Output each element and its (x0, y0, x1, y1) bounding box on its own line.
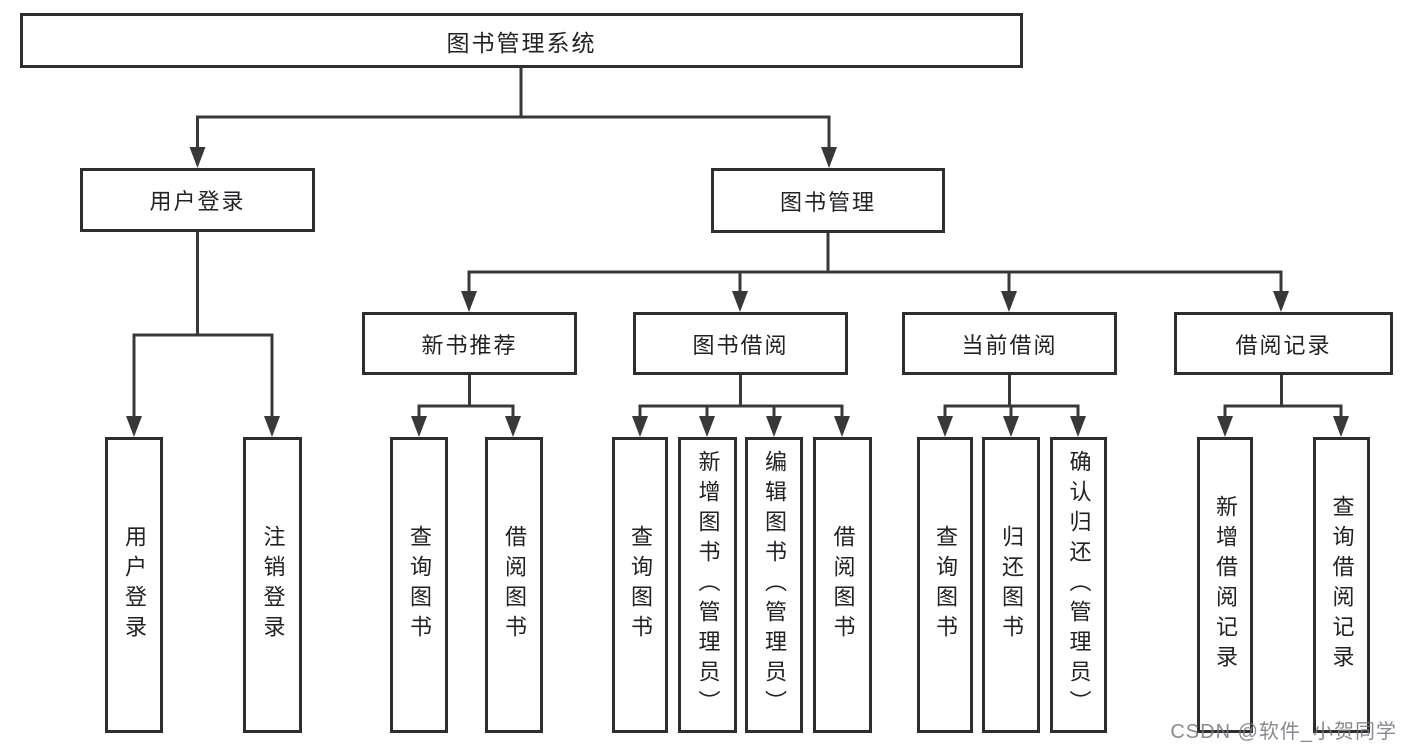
leaf-edit-books-admin: 编辑图书（管理员） (745, 437, 803, 733)
node-borrowing-records-label: 借阅记录 (1235, 332, 1332, 358)
node-book-management-label: 图书管理 (779, 189, 876, 215)
leaf-user-login: 用户登录 (105, 437, 163, 733)
node-user-login-label: 用户登录 (149, 189, 246, 214)
leaf-query-books-current: 查询图书 (917, 437, 973, 733)
node-new-book-recommend: 新书推荐 (362, 312, 577, 375)
leaf-user-login-label: 用户登录 (122, 525, 147, 645)
node-new-book-recommend-label: 新书推荐 (421, 332, 518, 358)
leaf-borrow-books: 借阅图书 (813, 437, 872, 733)
leaf-logout: 注销登录 (243, 437, 302, 733)
node-book-borrowing-label: 图书借阅 (692, 332, 789, 358)
leaf-logout-label: 注销登录 (260, 525, 286, 645)
node-library-system: 图书管理系统 (20, 13, 1023, 68)
node-user-login: 用户登录 (80, 168, 315, 232)
node-current-borrowing-label: 当前借阅 (961, 332, 1058, 358)
leaf-add-books-admin: 新增图书（管理员） (678, 437, 737, 733)
leaf-return-books-label: 归还图书 (999, 525, 1024, 645)
leaf-confirm-return-admin: 确认归还（管理员） (1050, 437, 1107, 733)
leaf-query-books-current-label: 查询图书 (933, 525, 958, 645)
node-book-borrowing: 图书借阅 (633, 312, 848, 375)
node-borrowing-records: 借阅记录 (1174, 312, 1393, 375)
leaf-borrow-books-label: 借阅图书 (830, 525, 856, 645)
leaf-add-books-admin-label: 新增图书（管理员） (695, 450, 721, 720)
leaf-add-borrow-record-label: 新增借阅记录 (1213, 495, 1238, 675)
leaf-query-borrow-record: 查询借阅记录 (1313, 437, 1370, 733)
leaf-query-books-recommend-label: 查询图书 (407, 525, 432, 645)
leaf-query-books-borrowing: 查询图书 (612, 437, 668, 733)
leaf-edit-books-admin-label: 编辑图书（管理员） (762, 450, 787, 720)
leaf-borrow-books-recommend-label: 借阅图书 (502, 525, 527, 645)
leaf-borrow-books-recommend: 借阅图书 (485, 437, 543, 733)
leaf-query-borrow-record-label: 查询借阅记录 (1329, 495, 1355, 675)
leaf-add-borrow-record: 新增借阅记录 (1197, 437, 1253, 733)
csdn-watermark: CSDN @软件_小贺同学 (1170, 721, 1397, 743)
leaf-query-books-recommend: 查询图书 (390, 437, 448, 733)
arrowheads (126, 147, 1349, 437)
node-library-system-label: 图书管理系统 (446, 29, 597, 56)
leaf-query-books-borrowing-label: 查询图书 (628, 525, 653, 645)
node-current-borrowing: 当前借阅 (902, 312, 1117, 375)
connector-paths (132, 68, 1343, 419)
leaf-return-books: 归还图书 (982, 437, 1040, 733)
node-book-management: 图书管理 (711, 168, 945, 233)
leaf-confirm-return-admin-label: 确认归还（管理员） (1066, 450, 1092, 720)
